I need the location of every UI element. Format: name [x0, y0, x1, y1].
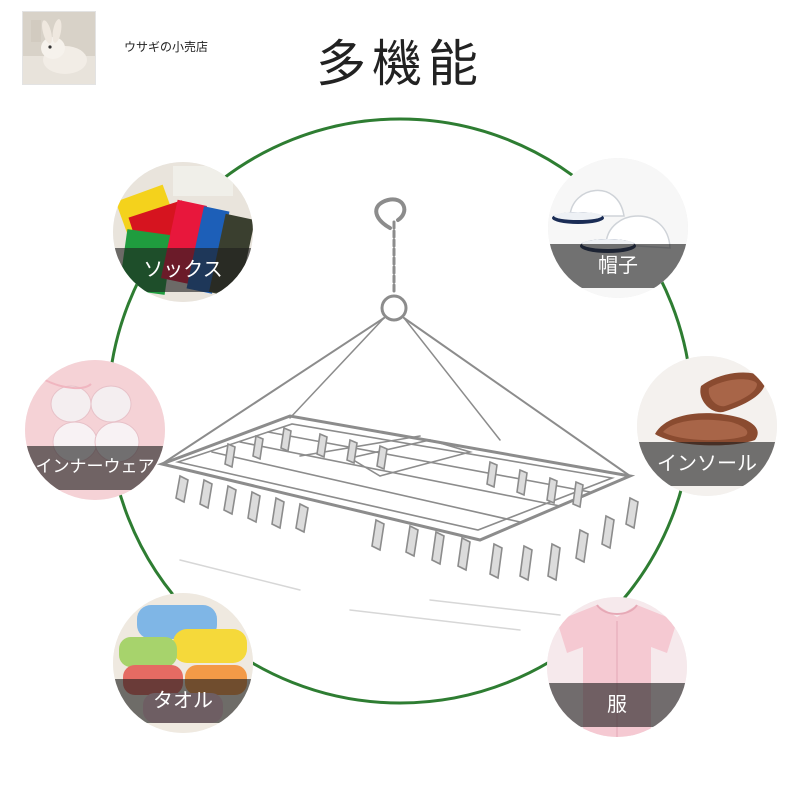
category-towel[interactable]: タオル	[113, 593, 253, 733]
category-insole[interactable]: インソール	[637, 356, 777, 496]
store-avatar[interactable]	[22, 11, 96, 85]
category-label: 帽子	[598, 253, 638, 277]
category-label: ソックス	[143, 257, 223, 281]
store-name[interactable]: ウサギの小売店	[124, 40, 209, 54]
category-clothes[interactable]: 服	[547, 597, 687, 737]
category-label-band	[547, 683, 687, 727]
category-label: インソール	[657, 451, 757, 475]
category-label: 服	[607, 692, 627, 716]
headline-title: 多機能	[316, 35, 484, 93]
category-label-band	[637, 442, 777, 486]
category-socks[interactable]: ソックス	[113, 162, 253, 302]
category-label: インナーウェア	[35, 457, 155, 477]
category-label-band	[113, 679, 253, 723]
category-label-band	[25, 446, 165, 490]
category-label-band	[548, 244, 688, 288]
category-hat[interactable]: 帽子	[548, 158, 688, 298]
category-label-band	[113, 248, 253, 292]
category-label: タオル	[153, 688, 213, 712]
hanger-illustration	[156, 197, 639, 631]
rabbit-icon	[23, 12, 95, 84]
category-innerwear[interactable]: インナーウェア	[25, 360, 165, 500]
